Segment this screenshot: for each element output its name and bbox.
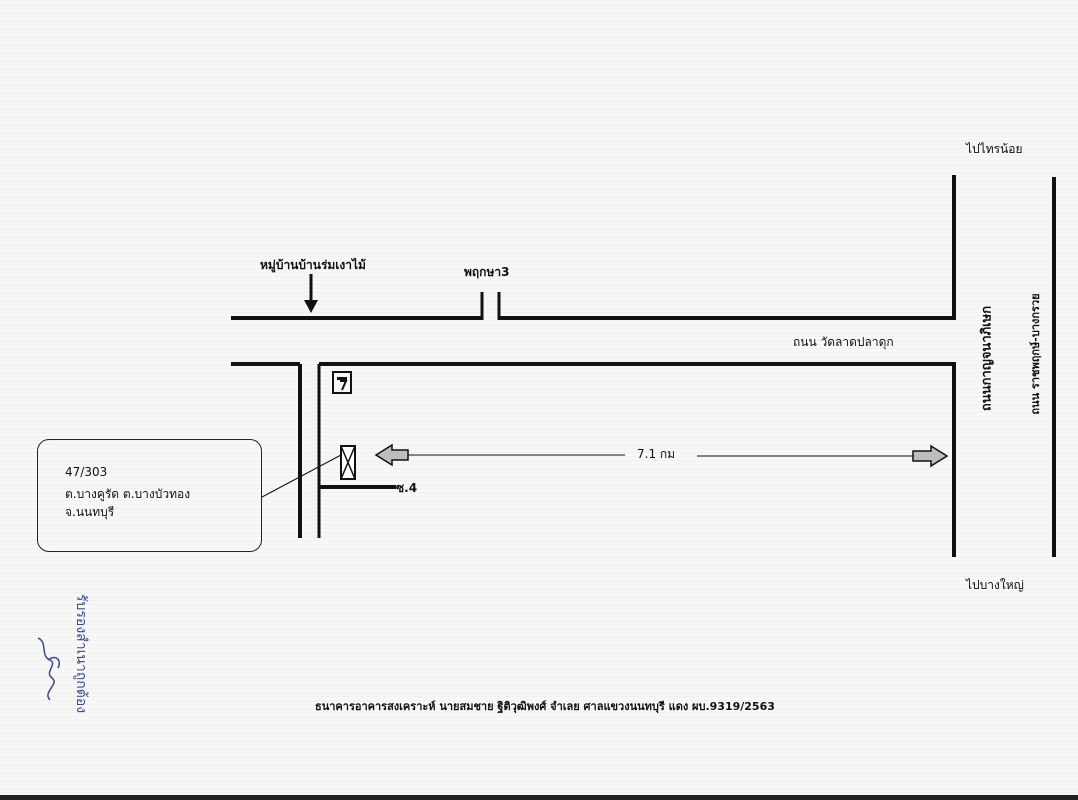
soi-4-label: ซ.4 [396, 481, 418, 495]
village-arrow-head [304, 300, 318, 313]
wat-lat-pla-duk-road-label: ถนน วัดลาดปลาดุก [793, 335, 894, 349]
signature-mark [37, 637, 60, 701]
seven-eleven-icon [332, 371, 352, 394]
distance-arrow-right-icon [912, 444, 949, 468]
footer-note: ธนาคารอาคารสงเคราะห์ นายสมชาย ฐิติวุฒิพง… [315, 700, 775, 713]
kanchanaphisek-road-label: ถนนกาญจนาภิเษก [979, 305, 995, 412]
address-subdistrict: ต.บางคูรัด ต.บางบัวทอง [65, 487, 191, 501]
pruksa-label: พฤกษา3 [464, 265, 510, 279]
address-connector-line [261, 454, 342, 498]
property-marker-icon [340, 445, 356, 480]
address-number: 47/303 [65, 465, 108, 479]
ratchaphruek-road-label: ถนน ราชพฤกษ์-บางกรวย [1029, 293, 1042, 415]
distance-label: 7.1 กม [637, 447, 676, 461]
certified-copy-stamp: รับรองสำเนาถูกต้อง [73, 594, 89, 714]
to-bangyai-label: ไปบางใหญ่ [966, 578, 1024, 592]
scan-bottom-edge [0, 795, 1078, 800]
address-box: 47/303 ต.บางคูรัด ต.บางบัวทอง จ.นนทบุรี [37, 439, 262, 552]
village-label: หมู่บ้านบ้านร่มเงาไม้ [260, 258, 366, 272]
distance-arrow-left-icon [374, 443, 409, 467]
to-sainoi-label: ไปไทรน้อย [966, 142, 1023, 156]
address-province: จ.นนทบุรี [65, 505, 115, 519]
